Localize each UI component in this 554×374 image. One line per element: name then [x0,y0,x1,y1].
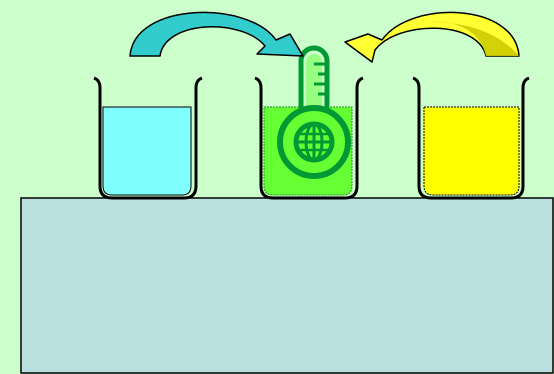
beaker-left [94,78,202,198]
table-surface [21,198,553,373]
globe-icon [296,124,332,160]
curved-arrow-right-icon [130,12,303,56]
beaker-left-liquid [103,107,191,195]
beaker-right [413,78,529,198]
beaker-right-liquid [424,107,519,195]
